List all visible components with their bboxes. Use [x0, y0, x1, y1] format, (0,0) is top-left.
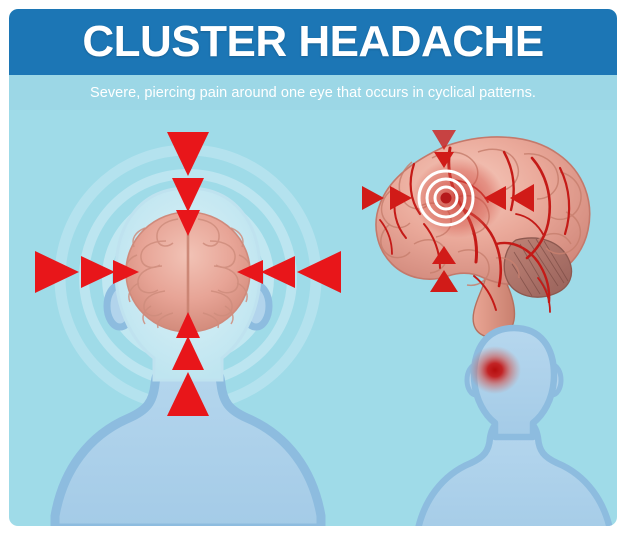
- brain-arrow-bottom-2: [430, 270, 458, 292]
- pain-arrow-top-3: [176, 210, 200, 236]
- page-title: CLUSTER HEADACHE: [82, 17, 544, 66]
- header-bar: CLUSTER HEADACHE: [9, 9, 617, 75]
- pain-arrow-top-2: [172, 178, 204, 212]
- cerebellum-striations: [511, 238, 569, 297]
- brain-arrow-left-2: [390, 186, 412, 210]
- brain-pain-arrows: [362, 130, 534, 292]
- pain-arrows: [35, 132, 341, 416]
- subtitle-bar: Severe, piercing pain around one eye tha…: [9, 75, 617, 110]
- illustration-stage: [9, 110, 617, 526]
- brain-arrow-top-1: [432, 130, 456, 150]
- pain-arrow-top-1: [167, 132, 209, 176]
- brain-arrow-right-2: [510, 184, 534, 212]
- brain-arrow-top-2: [434, 152, 454, 168]
- pain-arrow-bottom-1: [167, 372, 209, 416]
- figure-head-profile: [415, 324, 613, 526]
- brain-arrow-left-1: [362, 186, 384, 210]
- infographic-poster: CLUSTER HEADACHE Severe, piercing pain a…: [9, 9, 617, 526]
- pain-target-icon: [417, 169, 475, 227]
- pain-arrow-left-1: [35, 251, 79, 293]
- brain-arrow-bottom-1: [432, 246, 456, 264]
- pain-arrow-bottom-2: [172, 336, 204, 370]
- pain-arrow-right-3: [237, 260, 263, 284]
- pain-arrow-left-2: [81, 256, 115, 288]
- brain-arrow-right-1: [484, 186, 506, 210]
- pain-arrow-right-1: [297, 251, 341, 293]
- subtitle-text: Severe, piercing pain around one eye tha…: [90, 84, 536, 101]
- pain-arrow-left-3: [113, 260, 139, 284]
- body-silhouette-2: [415, 414, 613, 526]
- eye-pain-spot: [469, 346, 521, 394]
- figure-brain-lateral: [362, 130, 591, 339]
- pain-arrow-bottom-3: [176, 312, 200, 338]
- figure-head-front: [35, 132, 341, 526]
- body-silhouette: [50, 351, 326, 526]
- pain-arrow-right-2: [261, 256, 295, 288]
